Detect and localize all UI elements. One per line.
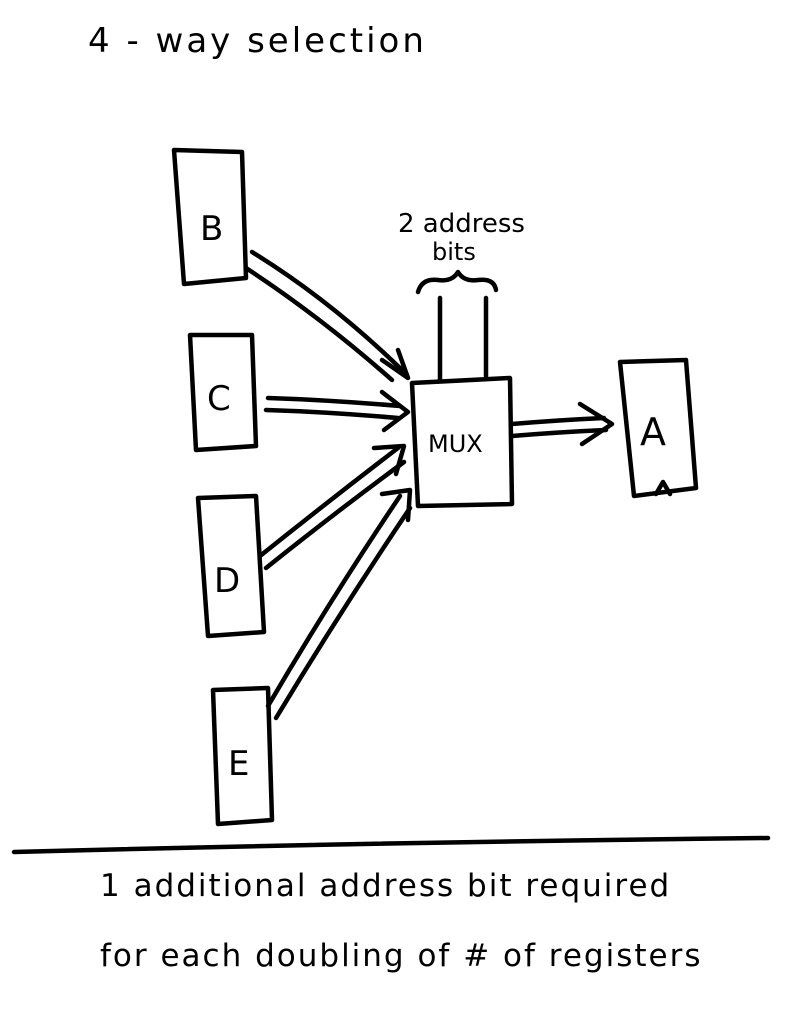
arrow-b-to-mux: [243, 249, 411, 383]
register-a-mark: [653, 479, 673, 497]
arrow-e-to-mux: [265, 487, 413, 721]
mux-label: MUX: [428, 430, 483, 458]
arrow-d-to-mux: [257, 443, 407, 571]
address-brace: [415, 269, 499, 295]
register-b: B: [171, 147, 249, 287]
register-d: D: [195, 493, 267, 639]
register-a: A: [617, 357, 699, 499]
address-label-line2: bits: [432, 238, 476, 266]
footer-line-1: 1 additional address bit required: [100, 868, 672, 904]
divider-line: [11, 835, 771, 855]
register-d-label: D: [214, 561, 240, 601]
footer-line-2: for each doubling of # of registers: [100, 938, 703, 974]
address-label-line1: 2 address: [398, 209, 525, 239]
address-lines: 2 address bits: [398, 209, 525, 383]
arrow-c-to-mux: [263, 389, 411, 433]
register-e: E: [210, 685, 275, 827]
register-b-label: B: [200, 209, 223, 249]
diagram-title: 4 - way selection: [88, 21, 427, 61]
register-a-label: A: [640, 410, 666, 454]
arrow-mux-to-a: [509, 401, 615, 447]
mux-box: MUX: [409, 375, 515, 509]
register-e-label: E: [228, 744, 249, 784]
register-c: C: [187, 332, 259, 453]
register-c-label: C: [207, 379, 231, 419]
